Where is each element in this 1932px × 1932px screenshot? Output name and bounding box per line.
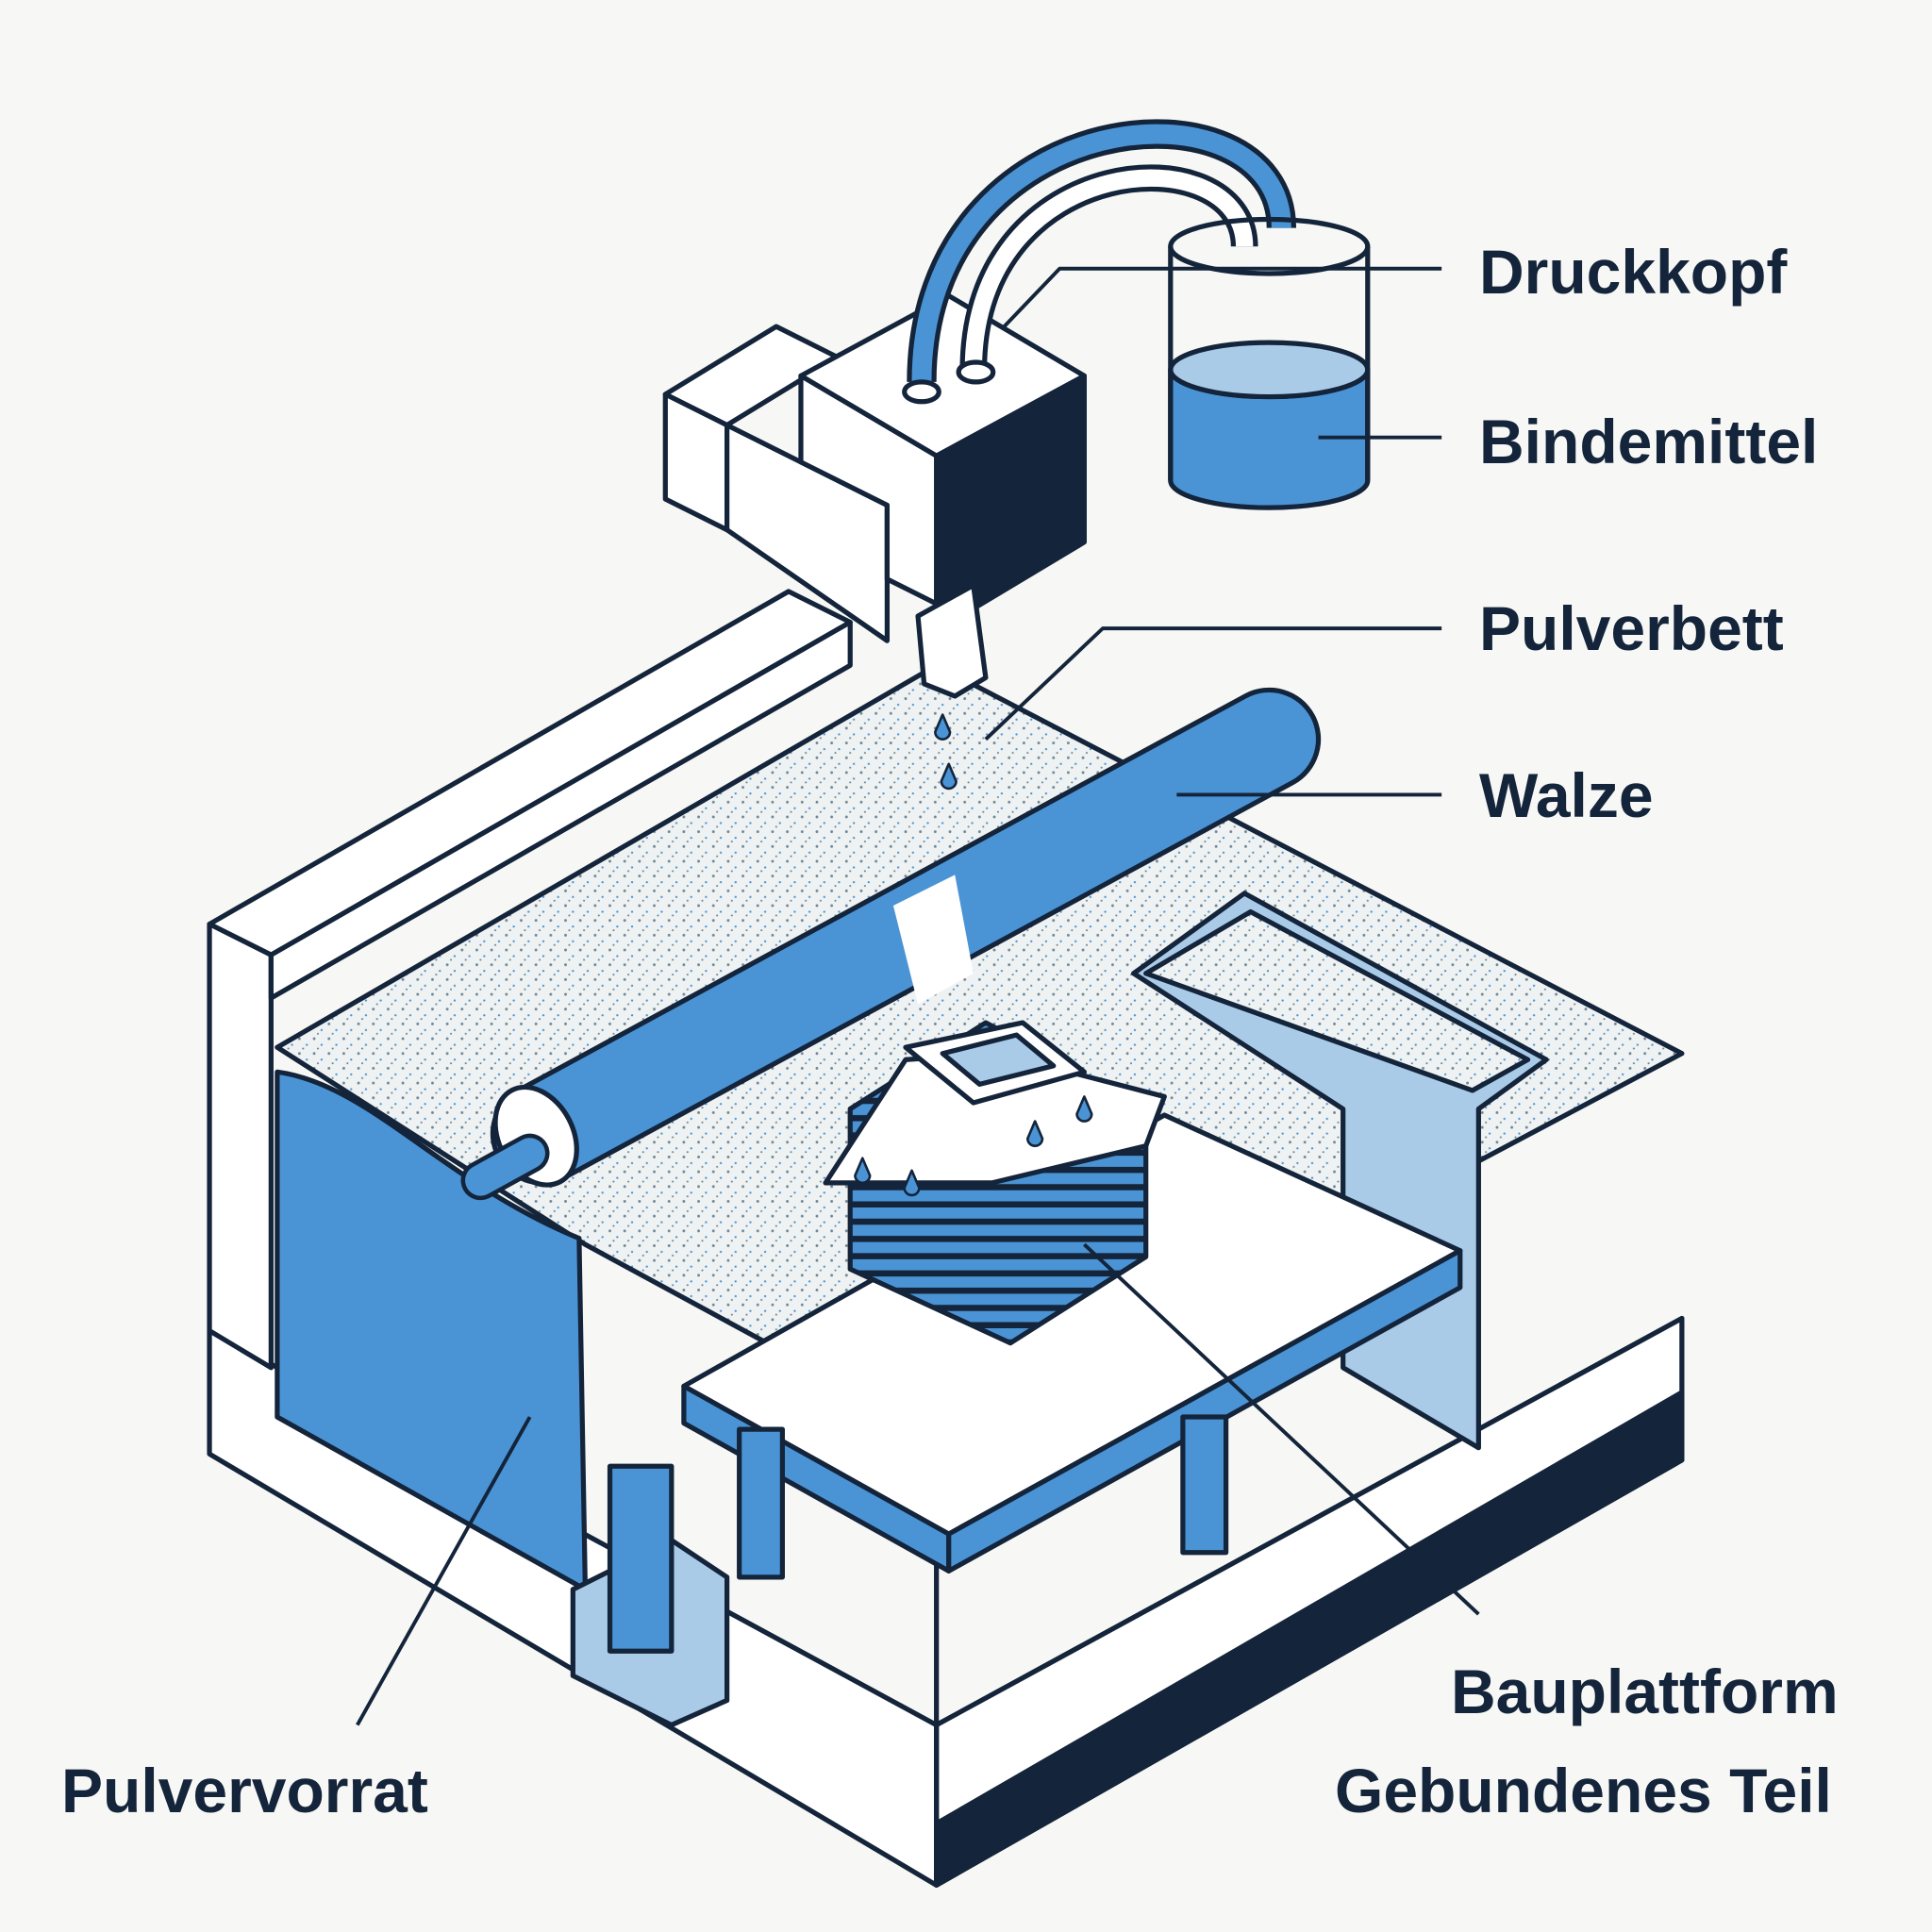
bound-part — [823, 1020, 1167, 1346]
binder-tank — [1168, 216, 1371, 510]
binder-tubes — [902, 119, 1297, 405]
label-binder: Bindemittel — [1479, 407, 1819, 476]
label-bound-part: Gebundenes Teil — [1335, 1756, 1832, 1825]
powder-supply-well — [275, 1069, 589, 1592]
build-platform — [570, 1112, 1463, 1728]
label-powder-bed: Pulverbett — [1479, 593, 1784, 663]
print-head — [662, 292, 1087, 791]
machine-base — [207, 1315, 1685, 1888]
label-roller: Walze — [1479, 760, 1654, 830]
back-rail — [207, 589, 853, 1371]
label-build-platform: Bauplattform — [1451, 1657, 1839, 1726]
label-powder-supply: Pulvervorrat — [61, 1756, 428, 1825]
roller — [460, 687, 1322, 1201]
label-print-head: Druckkopf — [1479, 237, 1788, 307]
leader-lines — [356, 266, 1480, 1726]
